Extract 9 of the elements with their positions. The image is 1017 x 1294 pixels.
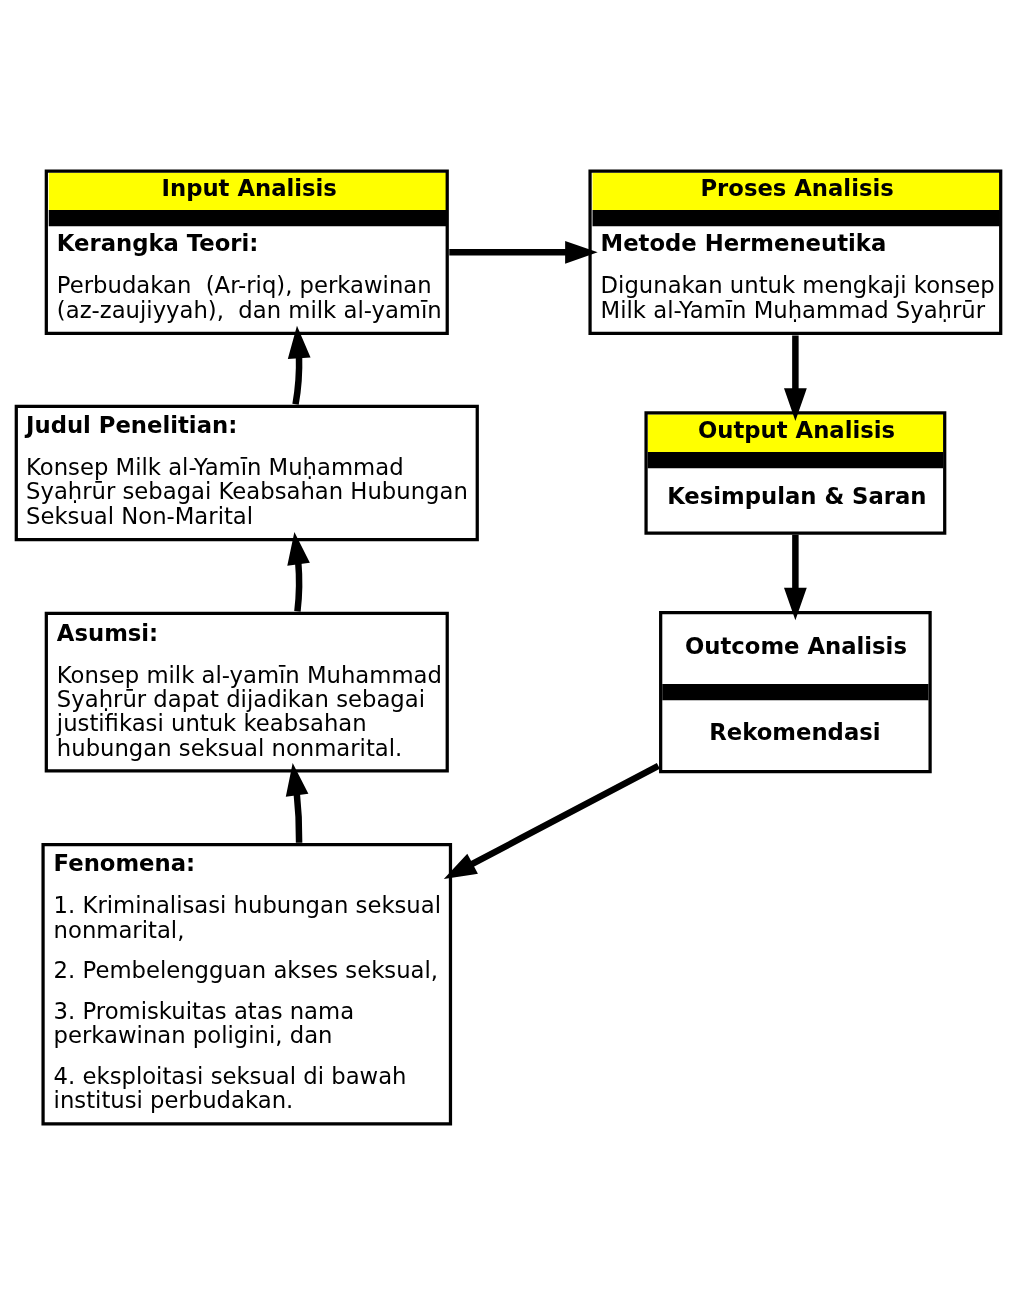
node-box: Fenomena: 1. Kriminalisasi hubungan seksual nonmarital, 2. Pembelengguan akses seksual, 3. Promiskuitas atas nama perkawinan poligini, dan 4. eksploitasi seksual di bawah institusi perbudakan.: [41, 842, 453, 1125]
node-box: Judul Penelitian: Konsep Milk al-Yamīn Muḥammad Syaḥrūr sebagai Keabsahan Hubungan Seksual Non-Marital: [14, 404, 479, 541]
node-box: Asumsi: Konsep milk al-yamīn Muhammad Syaḥrūr dapat dijadikan sebagai justifikasi untuk keabsahan hubungan seksual nonmarital.: [44, 611, 449, 772]
arrow: [285, 762, 309, 843]
arrow: [287, 325, 311, 405]
arrow: [784, 534, 807, 620]
arrow: [449, 240, 598, 264]
arrow: [287, 531, 310, 612]
arrow: [443, 762, 660, 879]
